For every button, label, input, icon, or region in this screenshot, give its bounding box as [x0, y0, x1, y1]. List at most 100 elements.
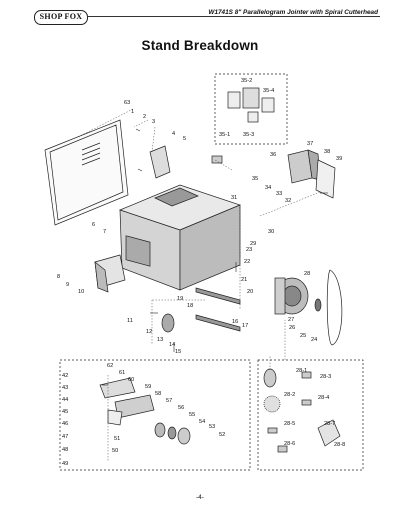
callout-39: 39 — [336, 156, 342, 162]
callout-55: 55 — [189, 412, 195, 418]
callout-19: 19 — [177, 296, 183, 302]
callout-37: 37 — [307, 141, 313, 147]
shop-fox-logo: SHOP FOX — [34, 10, 88, 25]
callout-35-3: 35-3 — [243, 132, 254, 138]
page-title: Stand Breakdown — [141, 38, 259, 53]
callout-4: 4 — [172, 131, 175, 137]
callout-57: 57 — [166, 398, 172, 404]
header-rule — [88, 16, 380, 17]
callout-11: 11 — [127, 318, 133, 324]
drive-belt — [326, 269, 343, 346]
callout-34: 34 — [265, 185, 271, 191]
callout-27: 27 — [288, 317, 294, 323]
page-number: -4- — [196, 494, 204, 501]
stand-breakdown-diagram: 63 1 2 3 4 5 6 7 8 9 10 11 12 13 14 15 1… — [44, 73, 364, 471]
callout-28-7: 28-7 — [324, 421, 335, 427]
callout-28-1: 28-1 — [296, 368, 307, 374]
callout-60: 60 — [128, 377, 134, 383]
switch-box — [287, 149, 321, 184]
callout-46: 46 — [62, 421, 68, 427]
callout-30: 30 — [268, 229, 274, 235]
callout-35: 35 — [252, 176, 258, 182]
strain-relief — [211, 155, 223, 164]
switch-detail-box — [214, 73, 288, 145]
motor-detail-parts — [263, 368, 341, 453]
callout-47: 47 — [62, 434, 68, 440]
callout-28-5: 28-5 — [284, 421, 295, 427]
callout-59: 59 — [145, 384, 151, 390]
callout-28-4: 28-4 — [318, 395, 329, 401]
mounting-bracket — [149, 145, 171, 179]
callout-28-6: 28-6 — [284, 441, 295, 447]
callout-61: 61 — [119, 370, 125, 376]
callout-14: 14 — [169, 342, 175, 348]
pulley-assembly-box — [59, 359, 251, 471]
callout-8: 8 — [57, 274, 60, 280]
callout-52: 52 — [219, 432, 225, 438]
callout-29: 29 — [250, 241, 256, 247]
callout-3: 3 — [152, 119, 155, 125]
callout-53: 53 — [209, 424, 215, 430]
callout-22: 22 — [244, 259, 250, 265]
motor-detail-box — [257, 359, 364, 471]
callout-23: 23 — [246, 247, 252, 253]
callout-63: 63 — [124, 100, 130, 106]
callout-36: 36 — [270, 152, 276, 158]
callout-9: 9 — [66, 282, 69, 288]
callout-2: 2 — [143, 114, 146, 120]
callout-32: 32 — [285, 198, 291, 204]
callout-1: 1 — [131, 109, 134, 115]
page-header: SHOP FOX W1741S 8" Parallelogram Jointer… — [0, 0, 400, 30]
callout-44: 44 — [62, 397, 68, 403]
pulley — [161, 313, 175, 333]
callout-51: 51 — [114, 436, 120, 442]
callout-20: 20 — [247, 289, 253, 295]
callout-12: 12 — [146, 329, 152, 335]
callout-13: 13 — [157, 337, 163, 343]
lower-assembly-parts — [99, 377, 191, 445]
manual-title: W1741S 8" Parallelogram Jointer with Spi… — [204, 9, 378, 16]
fasteners — [102, 128, 328, 386]
callout-6: 6 — [92, 222, 95, 228]
cabinet-stand — [119, 184, 241, 291]
callout-62: 62 — [107, 363, 113, 369]
callout-15: 15 — [175, 349, 181, 355]
stand-access-panel — [44, 119, 129, 226]
brand-text: SHOP FOX — [39, 12, 83, 21]
callout-45: 45 — [62, 409, 68, 415]
callout-18: 18 — [187, 303, 193, 309]
callout-28-3: 28-3 — [320, 374, 331, 380]
callout-33: 33 — [276, 191, 282, 197]
callout-16: 16 — [232, 319, 238, 325]
callout-38: 38 — [324, 149, 330, 155]
callout-31: 31 — [231, 195, 237, 201]
callout-26: 26 — [289, 325, 295, 331]
leader-lines — [77, 108, 321, 462]
callout-28-8: 28-8 — [334, 442, 345, 448]
callout-54: 54 — [199, 419, 205, 425]
callout-35-4: 35-4 — [263, 88, 274, 94]
motor-rails — [195, 287, 241, 332]
callout-17: 17 — [242, 323, 248, 329]
motor — [274, 277, 322, 315]
callout-28: 28 — [304, 271, 310, 277]
callout-10: 10 — [78, 289, 84, 295]
callout-21: 21 — [241, 277, 247, 283]
callout-7: 7 — [103, 229, 106, 235]
callout-56: 56 — [178, 405, 184, 411]
callout-25: 25 — [300, 333, 306, 339]
callout-35-1: 35-1 — [219, 132, 230, 138]
callout-24: 24 — [311, 337, 317, 343]
callout-50: 50 — [112, 448, 118, 454]
callout-35-2: 35-2 — [241, 78, 252, 84]
switch-bracket — [315, 159, 336, 199]
callout-43: 43 — [62, 385, 68, 391]
callout-28-2: 28-2 — [284, 392, 295, 398]
dust-chute — [94, 254, 126, 293]
callout-48: 48 — [62, 447, 68, 453]
callout-49: 49 — [62, 461, 68, 467]
callout-42: 42 — [62, 373, 68, 379]
callout-5: 5 — [183, 136, 186, 142]
switch-parts — [227, 87, 275, 123]
callout-58: 58 — [155, 391, 161, 397]
